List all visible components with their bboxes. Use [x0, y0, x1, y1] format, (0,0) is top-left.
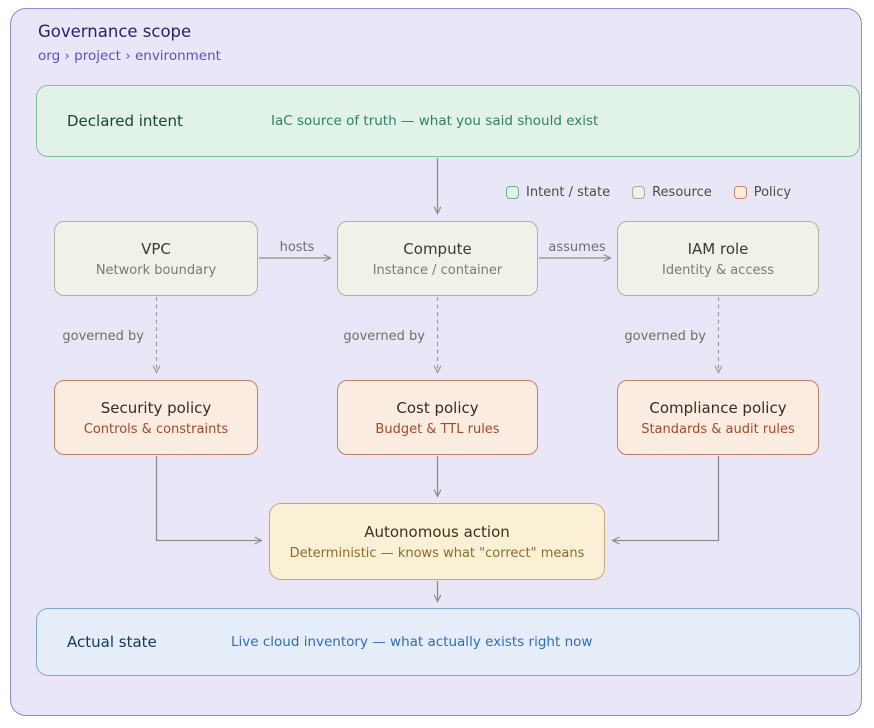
declared-intent-description: IaC source of truth — what you said shou…	[271, 113, 599, 129]
security-policy-title: Security policy	[100, 398, 212, 417]
edge-label-governed-by: governed by	[343, 329, 425, 344]
legend-label: Intent / state	[526, 185, 611, 200]
edge-label-governed-by: governed by	[624, 329, 706, 344]
compute-subtitle: Instance / container	[372, 262, 503, 278]
intent-state-swatch-icon	[506, 186, 519, 199]
legend-label: Policy	[753, 185, 792, 200]
resource-swatch-icon	[632, 186, 646, 199]
vpc-subtitle: Network boundary	[95, 262, 217, 278]
policy-swatch-icon	[733, 186, 747, 199]
compute-node: Compute Instance / container	[337, 221, 538, 296]
edge-label-assumes: assumes	[548, 240, 606, 255]
legend: Intent / state Resource Policy	[506, 185, 791, 200]
page-title: Governance scope	[38, 22, 192, 41]
legend-item-policy: Policy	[733, 185, 792, 200]
compliance-policy-subtitle: Standards & audit rules	[641, 421, 795, 437]
edge-label-governed-by: governed by	[62, 329, 144, 344]
compliance-policy-node: Compliance policy Standards & audit rule…	[617, 380, 819, 455]
cost-policy-title: Cost policy	[396, 398, 479, 417]
vpc-title: VPC	[141, 239, 171, 258]
declared-intent-node: Declared intent IaC source of truth — wh…	[36, 85, 860, 157]
vpc-node: VPC Network boundary	[54, 221, 258, 296]
iam-role-subtitle: Identity & access	[661, 262, 775, 278]
security-policy-subtitle: Controls & constraints	[83, 421, 229, 437]
actual-state-title: Actual state	[67, 633, 157, 651]
legend-item-resource: Resource	[632, 185, 712, 200]
legend-label: Resource	[652, 185, 712, 200]
iam-role-title: IAM role	[687, 239, 749, 258]
autonomous-action-title: Autonomous action	[364, 522, 510, 541]
breadcrumb: org › project › environment	[38, 48, 221, 64]
edge-label-hosts: hosts	[279, 240, 315, 255]
cost-policy-node: Cost policy Budget & TTL rules	[337, 380, 538, 455]
iam-role-node: IAM role Identity & access	[617, 221, 819, 296]
declared-intent-title: Declared intent	[67, 112, 183, 130]
actual-state-description: Live cloud inventory — what actually exi…	[231, 634, 593, 650]
autonomous-action-subtitle: Deterministic — knows what "correct" mea…	[289, 545, 585, 561]
autonomous-action-node: Autonomous action Deterministic — knows …	[269, 503, 605, 580]
compute-title: Compute	[403, 239, 472, 258]
actual-state-node: Actual state Live cloud inventory — what…	[36, 608, 860, 676]
security-policy-node: Security policy Controls & constraints	[54, 380, 258, 455]
legend-item-intent-state: Intent / state	[506, 185, 610, 200]
compliance-policy-title: Compliance policy	[649, 398, 787, 417]
cost-policy-subtitle: Budget & TTL rules	[375, 421, 500, 437]
